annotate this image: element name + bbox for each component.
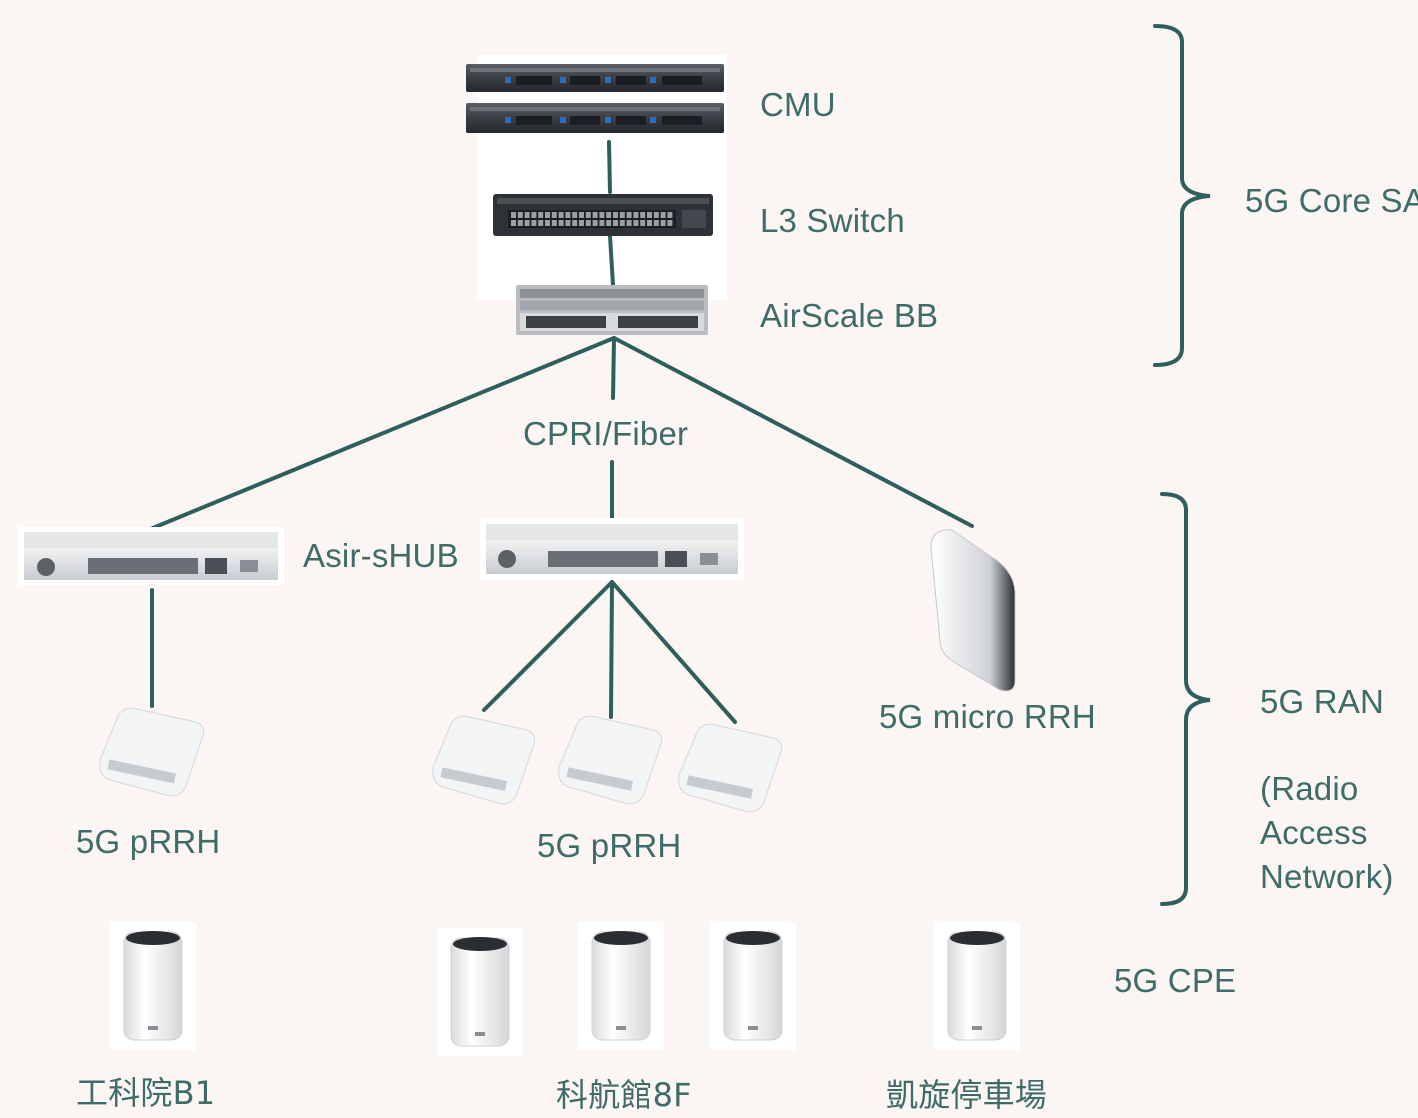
- switch-port: [511, 212, 516, 218]
- cpe-icon: [437, 928, 523, 1056]
- switch-port: [572, 212, 578, 218]
- cpe-icon: [710, 922, 796, 1050]
- prrh-center-label: 5G pRRH: [537, 827, 682, 864]
- prrh-left-icon: [99, 707, 205, 797]
- switch-port: [653, 220, 659, 226]
- switch-port: [511, 220, 516, 226]
- switch-port: [606, 212, 612, 218]
- cmu-server-icon: [466, 64, 724, 133]
- switch-port: [538, 212, 544, 218]
- airscale-bb-label: AirScale BB: [760, 297, 939, 334]
- micro-rrh-label: 5G micro RRH: [879, 698, 1096, 735]
- switch-port: [660, 212, 666, 218]
- switch-port: [565, 220, 571, 226]
- switch-port: [579, 220, 584, 226]
- ran-group-label: 5G RAN: [1260, 683, 1385, 720]
- switch-port: [599, 212, 605, 218]
- switch-port: [633, 212, 639, 218]
- ran-brace: [1160, 492, 1211, 906]
- switch-port: [592, 220, 598, 226]
- switch-port: [626, 220, 632, 226]
- switch-port: [524, 220, 530, 226]
- prrh-access-points: [99, 707, 783, 813]
- switch-port: [558, 220, 564, 226]
- link-hub-center-prrh-3: [610, 580, 737, 724]
- group-braces: [1153, 24, 1211, 906]
- switch-port: [531, 220, 537, 226]
- cpe-devices: [110, 922, 1020, 1056]
- switch-port: [585, 220, 591, 226]
- switch-port: [619, 212, 625, 218]
- prrh-center-3-icon: [678, 723, 783, 813]
- l3-switch-icon: [493, 194, 713, 236]
- link-bbu-micro-rrh: [612, 336, 974, 528]
- switch-port: [551, 220, 557, 226]
- switch-port: [633, 220, 639, 226]
- site-label-2: 科航館8F: [556, 1076, 692, 1114]
- link-switch-bbu: [608, 234, 615, 287]
- cpe-label: 5G CPE: [1114, 962, 1237, 999]
- switch-port: [531, 212, 537, 218]
- cpe-icon: [578, 922, 664, 1050]
- switch-port: [558, 212, 564, 218]
- site-label-1: 工科院B1: [76, 1074, 216, 1112]
- switch-port: [517, 220, 523, 226]
- switch-port: [585, 212, 591, 218]
- switch-port: [640, 220, 646, 226]
- switch-port: [606, 220, 612, 226]
- switch-port: [565, 212, 571, 218]
- switch-port: [647, 220, 652, 226]
- switch-port: [613, 220, 618, 226]
- switch-port: [572, 220, 578, 226]
- asir-shub-center-icon: [480, 518, 744, 580]
- switch-port: [579, 212, 584, 218]
- connection-lines: [146, 140, 974, 724]
- switch-port: [524, 212, 530, 218]
- airscale-bb-icon: [516, 285, 708, 335]
- switch-port: [660, 220, 666, 226]
- switch-port: [667, 212, 673, 218]
- core-brace: [1153, 24, 1211, 367]
- link-hub-center-prrh-1: [482, 580, 614, 712]
- switch-port: [538, 220, 544, 226]
- switch-port: [517, 212, 523, 218]
- asir-shub-left-icon: [18, 527, 284, 585]
- switch-port: [626, 212, 632, 218]
- switch-port: [653, 212, 659, 218]
- switch-port: [613, 212, 618, 218]
- link-hub-center-prrh-2: [609, 580, 614, 719]
- cpe-icon: [110, 922, 196, 1050]
- switch-port: [545, 212, 550, 218]
- prrh-center-2-icon: [558, 715, 663, 805]
- ran-note: (Radio Access Network): [1260, 770, 1394, 895]
- switch-port: [667, 220, 673, 226]
- core-group-label: 5G Core SA: [1245, 182, 1418, 219]
- cpri-fiber-label: CPRI/Fiber: [523, 415, 689, 452]
- switch-port: [640, 212, 646, 218]
- prrh-center-1-icon: [432, 715, 536, 805]
- prrh-left-label: 5G pRRH: [76, 823, 221, 860]
- link-cmu-switch: [607, 140, 612, 194]
- l3-switch-label: L3 Switch: [760, 202, 905, 239]
- cmu-label: CMU: [760, 86, 836, 123]
- switch-port: [647, 212, 652, 218]
- micro-rrh-icon: [930, 529, 1016, 692]
- cpe-icon: [934, 922, 1020, 1050]
- site-label-3: 凱旋停車場: [886, 1076, 1048, 1114]
- asir-shub-label: Asir-sHUB: [303, 537, 459, 574]
- switch-port: [551, 212, 557, 218]
- switch-port: [599, 220, 605, 226]
- switch-port: [619, 220, 625, 226]
- switch-port: [592, 212, 598, 218]
- core-backdrop: [477, 55, 727, 300]
- switch-port: [545, 220, 550, 226]
- link-bbu-hub-left: [146, 336, 616, 532]
- link-bbu-center-top: [611, 336, 616, 400]
